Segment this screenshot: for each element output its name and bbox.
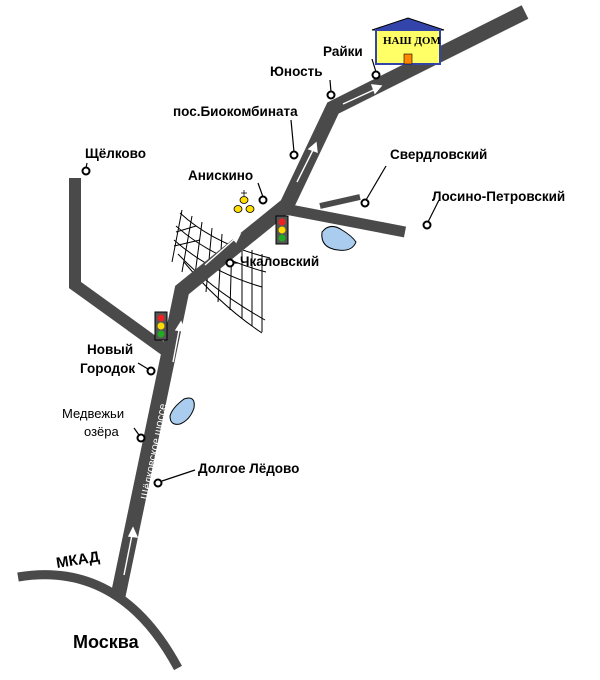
label-losino: Лосино-Петровский bbox=[432, 189, 565, 204]
label-raiki: Райки bbox=[323, 44, 363, 59]
label-yunost: Юность bbox=[270, 64, 323, 79]
label-bio: пос.Биокомбината bbox=[173, 104, 298, 119]
label-moscow: Москва bbox=[73, 632, 140, 652]
label-chkalovsky: Чкаловский bbox=[240, 254, 319, 269]
church-icon bbox=[233, 190, 255, 213]
mkad-road bbox=[17, 570, 182, 671]
label-mkad: МКАД bbox=[55, 548, 101, 572]
schelkovo-highway bbox=[110, 5, 529, 598]
label-novy-line2: Городок bbox=[80, 361, 135, 376]
lake-icon bbox=[169, 397, 195, 425]
label-novy-line1: Новый bbox=[87, 342, 133, 357]
direction-arrow-icon bbox=[123, 84, 383, 576]
label-sverdlovsky: Свердловский bbox=[390, 147, 487, 162]
label-medv-line2: озёра bbox=[84, 424, 120, 439]
sverdlovsky-spur-road bbox=[319, 194, 361, 209]
traffic-light-icon bbox=[154, 311, 168, 341]
label-dolgoe: Долгое Лёдово bbox=[198, 461, 299, 476]
label-aniskino: Анискино bbox=[188, 168, 253, 183]
traffic-light-icon bbox=[275, 215, 289, 245]
roads bbox=[17, 5, 529, 671]
house-label: НАШ ДОМ bbox=[383, 35, 441, 47]
sverdlovsky-road bbox=[278, 202, 407, 238]
label-medv-line1: Медвежьи bbox=[62, 406, 124, 421]
label-schelkovo: Щёлково bbox=[85, 146, 146, 161]
lake-icon bbox=[321, 226, 357, 251]
schelkovo-branch-road bbox=[69, 178, 169, 355]
location-pins bbox=[81, 58, 440, 488]
house-icon: НАШ ДОМ bbox=[371, 17, 445, 65]
